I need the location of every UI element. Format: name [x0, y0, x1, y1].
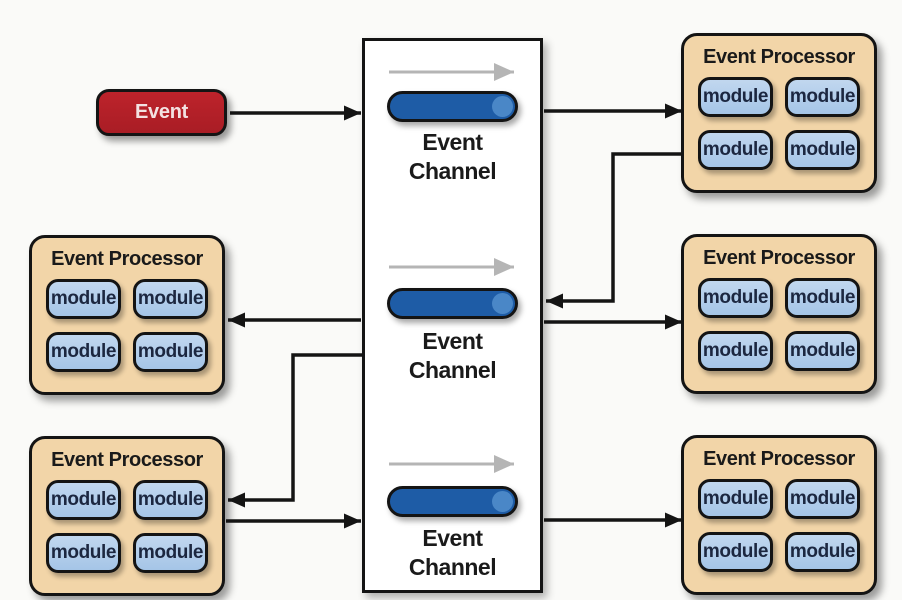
module-grid: module module module module: [32, 271, 222, 372]
processor-title: Event Processor: [703, 448, 855, 470]
module-pill: module: [46, 279, 121, 319]
module-pill: module: [698, 130, 773, 170]
event-source: Event: [96, 89, 227, 136]
module-pill: module: [46, 332, 121, 372]
processor-title: Event Processor: [703, 247, 855, 269]
module-pill: module: [133, 533, 208, 573]
module-grid: module module module module: [684, 69, 874, 170]
channel-2-queue-pill: [387, 288, 518, 319]
connector-processor-top-right-to-channel-2: [546, 152, 681, 309]
processor-title: Event Processor: [703, 46, 855, 68]
pill-end-cap: [492, 96, 513, 117]
event-processor-middle-right: Event Processor module module module mod…: [681, 234, 877, 394]
event-processor-bottom-left: Event Processor module module module mod…: [29, 436, 225, 596]
module-pill: module: [46, 480, 121, 520]
module-pill: module: [785, 532, 860, 572]
module-grid: module module module module: [32, 472, 222, 573]
channel-1-label: Event Channel: [408, 129, 497, 184]
event-processor-top-right: Event Processor module module module mod…: [681, 33, 877, 193]
event-processor-middle-left: Event Processor module module module mod…: [29, 235, 225, 395]
module-pill: module: [785, 130, 860, 170]
processor-title: Event Processor: [51, 248, 203, 270]
channel-2-label: Event Channel: [408, 328, 497, 383]
module-pill: module: [46, 533, 121, 573]
module-pill: module: [698, 77, 773, 117]
module-pill: module: [785, 77, 860, 117]
channel-1-queue-pill: [387, 91, 518, 122]
module-pill: module: [698, 532, 773, 572]
pill-end-cap: [492, 293, 513, 314]
pill-end-cap: [492, 491, 513, 512]
module-pill: module: [133, 332, 208, 372]
module-grid: module module module module: [684, 471, 874, 572]
module-pill: module: [698, 278, 773, 318]
channel-3-label: Event Channel: [408, 525, 497, 580]
channel-3-queue-pill: [387, 486, 518, 517]
module-pill: module: [785, 331, 860, 371]
module-pill: module: [785, 479, 860, 519]
module-pill: module: [698, 479, 773, 519]
processor-title: Event Processor: [51, 449, 203, 471]
event-processor-bottom-right: Event Processor module module module mod…: [681, 435, 877, 595]
module-pill: module: [133, 480, 208, 520]
module-pill: module: [133, 279, 208, 319]
event-label: Event: [135, 101, 188, 123]
connector-channel-2-to-processor-bottom-left: [228, 353, 362, 508]
module-grid: module module module module: [684, 270, 874, 371]
module-pill: module: [698, 331, 773, 371]
module-pill: module: [785, 278, 860, 318]
